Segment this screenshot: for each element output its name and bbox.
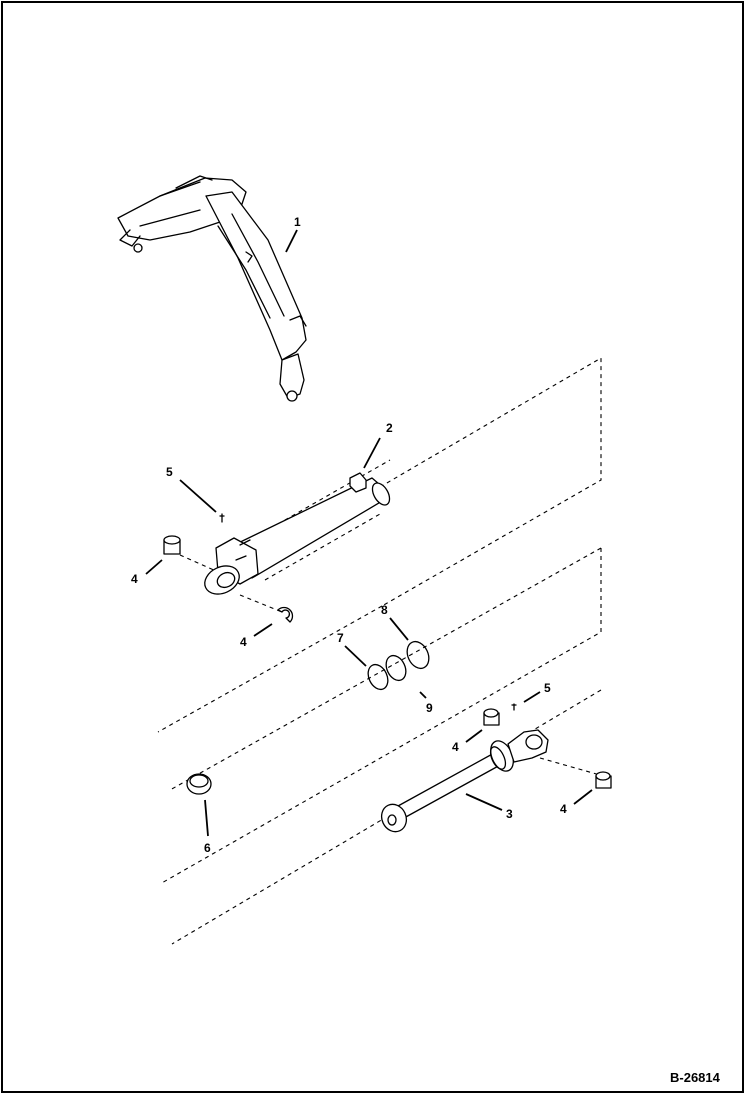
cylinder-head-detail: [235, 539, 251, 561]
callout-4-lower-left: 4: [240, 635, 247, 649]
bushing-lower-left: [277, 606, 294, 623]
guide-line-mid-2: [157, 605, 383, 733]
guide-line-right-lower: [159, 548, 602, 885]
gland-nut: [186, 773, 212, 795]
leader-4a: [145, 559, 163, 575]
grease-fitting-cylinder: [219, 513, 225, 523]
reference-code: B-26814: [670, 1070, 721, 1085]
seal-ring-7: [367, 663, 389, 691]
callout-2: 2: [386, 421, 393, 435]
seal-ring-8: [406, 640, 430, 670]
leader-7: [344, 645, 367, 667]
callout-4-rod-upper: 4: [452, 740, 459, 754]
callout-8: 8: [381, 603, 388, 617]
rod-gland-ring: [489, 746, 507, 770]
cylinder-barrel-end: [371, 482, 391, 506]
leader-5b: [523, 691, 541, 703]
boom-lower-section: [279, 353, 305, 399]
boom-cylinder-lines: [217, 213, 285, 319]
callout-9: 9: [426, 701, 433, 715]
bushings: [163, 535, 612, 789]
guide-line-mid: [169, 547, 602, 791]
cylinder-barrel: [204, 472, 391, 595]
bushing-rod-lower: [595, 771, 612, 789]
bushing-rod-lower-top: [595, 771, 611, 781]
gland-nut-inner: [189, 774, 209, 788]
callout-5-cylinder: 5: [166, 465, 173, 479]
leader-1: [285, 229, 298, 253]
rod-end-eye-bore: [525, 734, 543, 750]
leader-2: [363, 437, 381, 469]
dashed-guide-lines: [157, 357, 602, 945]
boom-arm-assembly: [117, 175, 307, 402]
leader-4b: [253, 623, 273, 637]
rod-piston: [380, 803, 408, 833]
seal-ring-9: [385, 654, 407, 682]
leader-9: [419, 691, 427, 699]
callout-labels: 1 2 3 4 4 4 4 5 5 6 7 8 9: [131, 215, 567, 855]
boom-hinge-lines: [175, 175, 307, 327]
leader-3: [465, 793, 503, 811]
leader-lines: [145, 229, 593, 837]
callout-7: 7: [337, 631, 344, 645]
guide-line-pin-right: [539, 757, 601, 776]
cylinder-port-block: [349, 472, 367, 493]
guide-line-pin-bottom: [239, 594, 283, 613]
leader-8: [389, 617, 409, 641]
callout-4-rod-lower: 4: [560, 802, 567, 816]
seal-rings: [367, 640, 430, 691]
bushing-upper-left-top: [163, 535, 181, 545]
callout-5-rod: 5: [544, 681, 551, 695]
callout-1: 1: [294, 215, 301, 229]
rod-shaft: [397, 751, 503, 819]
leader-6: [204, 799, 209, 837]
grease-fittings: [219, 513, 517, 711]
boom-main-section: [205, 191, 307, 361]
leader-4c: [465, 729, 483, 743]
callout-6: 6: [204, 841, 211, 855]
leader-4d: [573, 789, 593, 805]
grease-fitting-rod: [511, 703, 517, 711]
bushing-rod-upper-top: [483, 708, 499, 718]
boom-tip-pin: [133, 243, 143, 253]
leader-5a: [179, 479, 217, 513]
gland-nut-body: [186, 773, 212, 795]
guide-line-upper-box: [379, 357, 602, 607]
rod-piston-nut: [387, 814, 397, 826]
bushing-lower-left-body: [277, 606, 294, 623]
guide-line-upper-inner-2: [264, 513, 381, 581]
bushing-rod-upper: [483, 708, 500, 726]
boom-pivot-pin: [286, 390, 298, 402]
boom-detail-lines: [119, 181, 201, 247]
callout-3: 3: [506, 807, 513, 821]
cylinder-base-eye-bore: [216, 571, 236, 589]
callout-4-upper-left: 4: [131, 572, 138, 586]
cylinder-rod: [380, 729, 549, 833]
bushing-upper-left: [163, 535, 181, 555]
